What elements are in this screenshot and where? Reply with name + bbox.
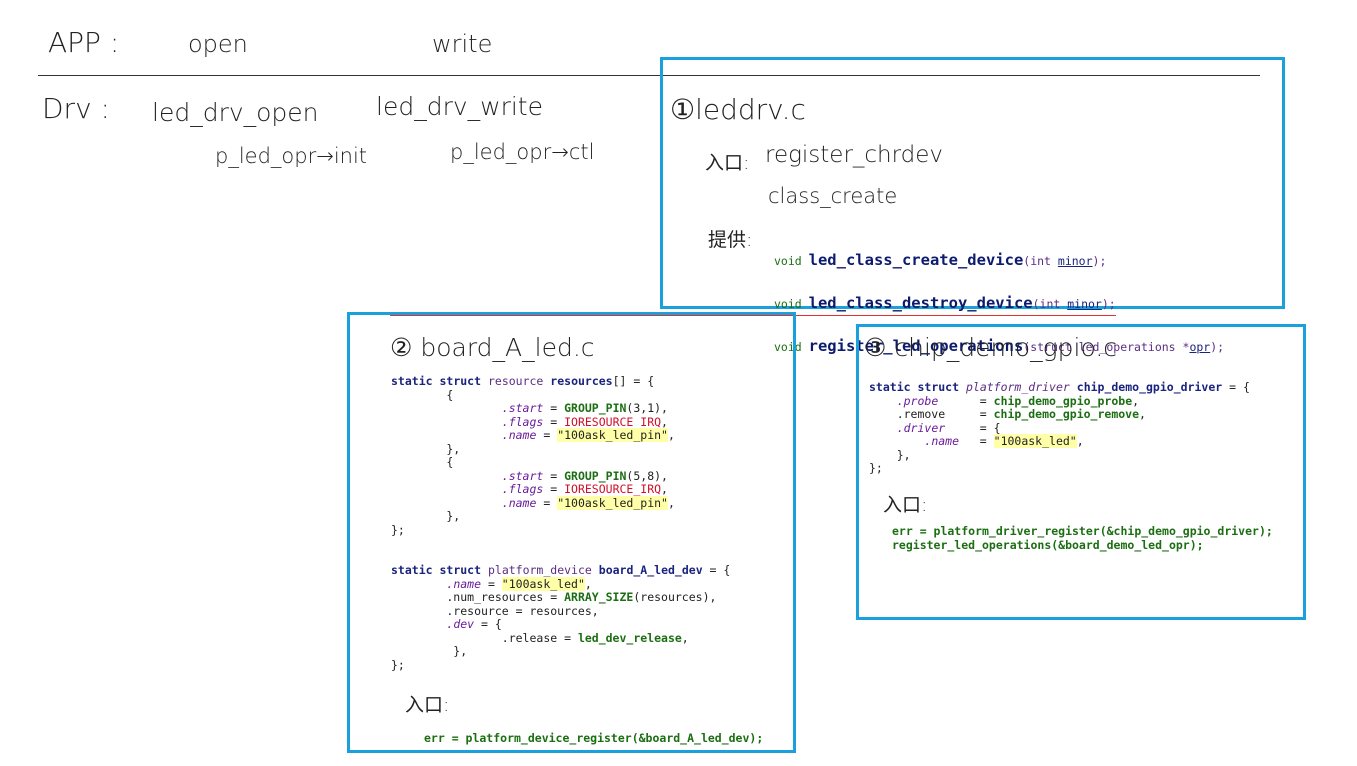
leddrv-entry-class-create: class_create [768, 184, 898, 208]
app-write: write [432, 30, 493, 58]
board-a-led-title: ② board_A_led.c [390, 333, 595, 362]
drv-ctl-call: p_led_opr→ctl [450, 140, 595, 164]
chip-demo-gpio-entry-label: 入口: [883, 494, 928, 516]
board-a-led-entry-code: err = platform_device_register(&board_A_… [424, 731, 764, 745]
resources-code: static struct resource resources[] = { {… [391, 374, 731, 672]
app-label: APP : [48, 26, 120, 59]
func-name: register_led_operations [808, 337, 1024, 355]
func-row: void led_class_create_device(int minor); [774, 251, 1107, 269]
app-drv-divider [38, 75, 1260, 76]
leddrv-entry-label: 入口: [705, 152, 750, 174]
platform-driver-code: static struct platform_driver chip_demo_… [869, 380, 1250, 475]
chip-demo-gpio-box [856, 324, 1306, 620]
board-a-led-box [347, 312, 796, 753]
board-a-led-entry-label: 入口: [405, 694, 450, 716]
leddrv-provide-label: 提供: [708, 229, 753, 251]
func-name: led_class_destroy_device [808, 294, 1033, 312]
chip-demo-gpio-title: ③ chip_demo_gpio.c [864, 333, 1118, 362]
drv-write-fn: led_drv_write [376, 92, 543, 121]
func-row: void led_class_destroy_device(int minor)… [774, 294, 1116, 312]
leddrv-entry-register-chrdev: register_chrdev [765, 142, 944, 168]
leddrv-box [660, 57, 1285, 309]
chip-demo-gpio-entry-line2: register_led_operations(&board_demo_led_… [892, 538, 1204, 552]
leddrv-title: ①leddrv.c [670, 93, 806, 126]
func-name: led_class_create_device [808, 251, 1024, 269]
drv-init-call: p_led_opr→init [215, 144, 368, 168]
func-row: void register_led_operations(struct led_… [774, 337, 1225, 355]
app-open: open [188, 30, 248, 58]
drv-open-fn: led_drv_open [152, 98, 319, 127]
drv-label: Drv : [42, 92, 110, 125]
leddrv-func-list: void led_class_create_device(int minor);… [774, 229, 1224, 379]
red-divider [390, 315, 1116, 316]
chip-demo-gpio-entry-line1: err = platform_driver_register(&chip_dem… [892, 524, 1273, 538]
